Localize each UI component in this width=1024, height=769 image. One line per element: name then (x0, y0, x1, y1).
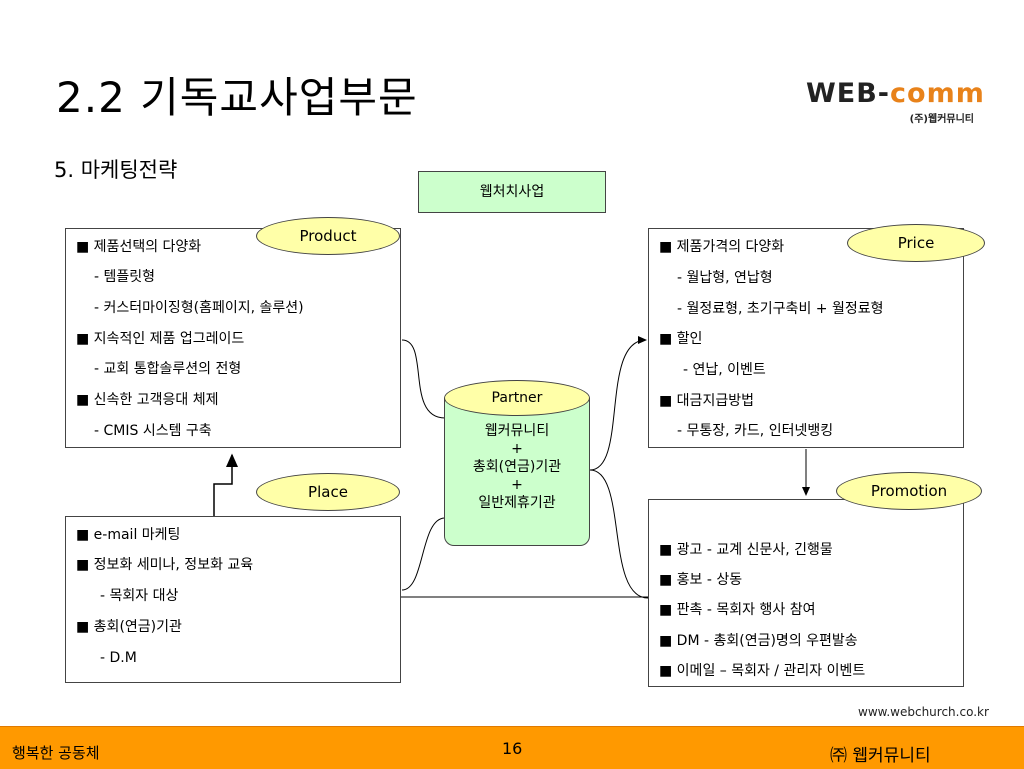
place-box: ■ e-mail 마케팅 ■ 정보화 세미나, 정보화 교육 - 목회자 대상 … (65, 516, 401, 683)
arrow-place-product (213, 453, 238, 516)
footer-motto: 행복한 공동체 (12, 744, 100, 762)
product-line: ■ 지속적인 제품 업그레이드 (76, 331, 245, 347)
partner-line: 웹커뮤니티 (484, 423, 550, 439)
place-line: - 목회자 대상 (100, 588, 179, 604)
partner-tag: Partner (444, 380, 590, 416)
page-number: 16 (502, 739, 523, 758)
footer-company: ㈜ 웹커뮤니티 (830, 746, 931, 766)
price-box: ■ 제품가격의 다양화 - 월납형, 연납형 - 월정료형, 초기구축비 + 월… (648, 228, 964, 448)
promotion-line: ■ 홍보 - 상동 (659, 572, 743, 588)
promotion-line: ■ 이메일 – 목회자 / 관리자 이벤트 (659, 663, 866, 679)
partner-box: 웹커뮤니티 + 총회(연금)기관 + 일반제휴기관 (444, 398, 590, 546)
promotion-tag: Promotion (836, 472, 982, 510)
partner-line: 총회(연금)기관 (472, 459, 562, 475)
price-line: ■ 대금지급방법 (659, 393, 754, 409)
price-line: ■ 할인 (659, 331, 703, 347)
place-tag: Place (256, 473, 400, 511)
promotion-line: ■ 광고 - 교계 신문사, 긴행물 (659, 542, 833, 558)
promotion-line: ■ 판촉 - 목회자 행사 참여 (659, 602, 816, 618)
partner-line: + (511, 477, 523, 493)
price-line: - 무통장, 카드, 인터넷뱅킹 (677, 423, 834, 439)
price-line: ■ 제품가격의 다양화 (659, 239, 785, 255)
place-line: - D.M (100, 650, 137, 666)
partner-line: 일반제휴기관 (478, 495, 556, 511)
logo-tagline: (주)웹커뮤니티 (909, 114, 974, 125)
logo-wordmark: WEB-comm (806, 78, 985, 109)
connector-partner-product (401, 339, 446, 419)
place-line: ■ 정보화 세미나, 정보화 교육 (76, 557, 254, 573)
footer-bar (0, 726, 1024, 769)
section-subtitle: 5. 마케팅전략 (54, 158, 178, 182)
web-church-business-box: 웹처치사업 (418, 171, 606, 213)
connector-partner-place (401, 517, 446, 591)
product-tag: Product (256, 217, 400, 255)
product-line: - 교회 통합솔루션의 전형 (94, 361, 242, 377)
connector-partner-price (589, 336, 647, 471)
product-line: - 커스터마이징형(홈페이지, 솔루션) (94, 300, 304, 316)
partner-line: + (511, 441, 523, 457)
connector-partner-promotion (589, 469, 649, 599)
price-line: - 월정료형, 초기구축비 + 월정료형 (677, 301, 884, 317)
place-line: ■ 총회(연금)기관 (76, 619, 182, 635)
product-line: - CMIS 시스템 구축 (94, 423, 212, 439)
promotion-box: ■ 광고 - 교계 신문사, 긴행물 ■ 홍보 - 상동 ■ 판촉 - 목회자 … (648, 499, 964, 687)
product-line: ■ 신속한 고객응대 체제 (76, 392, 219, 408)
price-tag: Price (847, 224, 985, 262)
price-line: - 월납형, 연납형 (677, 270, 773, 286)
place-line: ■ e-mail 마케팅 (76, 527, 181, 543)
product-line: - 템플릿형 (94, 269, 156, 285)
product-line: ■ 제품선택의 다양화 (76, 239, 202, 255)
price-line: - 연납, 이벤트 (683, 362, 766, 378)
promotion-line: ■ DM - 총회(연금)명의 우편발송 (659, 633, 858, 649)
product-box: ■ 제품선택의 다양화 - 템플릿형 - 커스터마이징형(홈페이지, 솔루션) … (65, 228, 401, 448)
page-title: 2.2 기독교사업부문 (56, 73, 418, 122)
website-url[interactable]: www.webchurch.co.kr (858, 705, 989, 719)
company-logo: WEB-comm (주)웹커뮤니티 (806, 78, 985, 128)
